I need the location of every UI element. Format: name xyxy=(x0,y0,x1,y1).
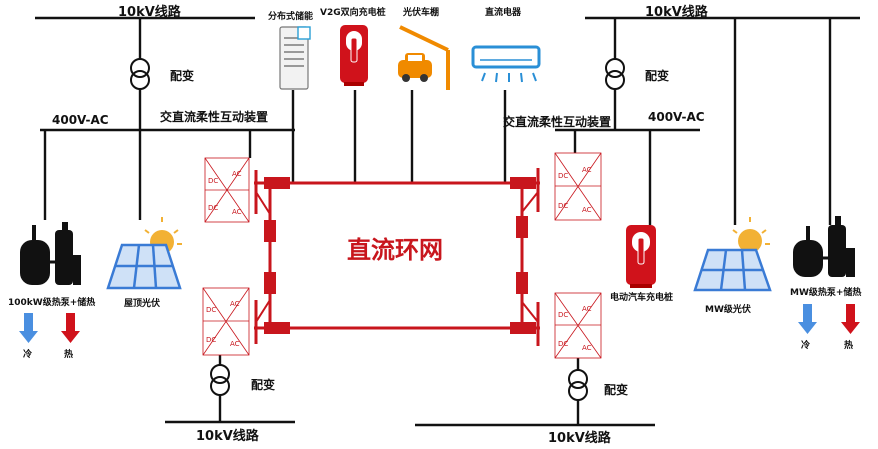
storage-label: 分布式储能 xyxy=(268,10,313,22)
heat-pump-left-label: 100kW级热泵+储热 xyxy=(8,296,95,308)
transformer-top-left-label: 配变 xyxy=(170,68,194,83)
svg-text:DC: DC xyxy=(558,172,568,180)
transformer-top-right-label: 配变 xyxy=(645,68,669,83)
svg-text:AC: AC xyxy=(230,300,240,308)
heat-pump-right-label: MW级热泵+储热 xyxy=(790,286,861,298)
rooftop-pv-label: 屋顶光伏 xyxy=(124,297,160,309)
line-bottom-right-label: 10kV线路 xyxy=(548,430,612,446)
hot-label-right: 热 xyxy=(844,339,853,351)
svg-text:AC: AC xyxy=(582,166,592,174)
ev-charger-icon xyxy=(626,225,656,288)
ring-title: 直流环网 xyxy=(347,236,443,264)
dc-ring xyxy=(254,168,540,346)
converter-top-left: DC AC DC AC xyxy=(204,157,250,223)
transformer-top-left-icon xyxy=(130,58,150,90)
hot-arrow-left xyxy=(61,313,80,343)
cold-arrow-left xyxy=(19,313,38,343)
dc-appliance-label: 直流电器 xyxy=(485,6,522,18)
ac-bus-left-label: 400V-AC xyxy=(52,113,109,127)
cold-arrow-right xyxy=(798,304,817,334)
svg-text:DC: DC xyxy=(558,340,568,348)
heat-pump-left-icon xyxy=(20,222,81,285)
svg-text:DC: DC xyxy=(208,204,218,212)
svg-text:AC: AC xyxy=(232,170,242,178)
svg-text:AC: AC xyxy=(230,340,240,348)
rooftop-pv-icon xyxy=(106,217,182,290)
svg-text:DC: DC xyxy=(558,202,568,210)
transformer-bottom-left-label: 配变 xyxy=(251,377,275,392)
hot-arrow-right xyxy=(841,304,860,334)
pv-carport-label: 光伏车棚 xyxy=(402,6,439,18)
mw-pv-icon xyxy=(693,217,772,292)
svg-text:AC: AC xyxy=(582,305,592,313)
svg-text:DC: DC xyxy=(206,306,216,314)
cold-label-left: 冷 xyxy=(23,348,32,360)
svg-text:AC: AC xyxy=(582,206,592,214)
svg-text:DC: DC xyxy=(558,311,568,319)
interconnect-left-label: 交直流柔性互动装置 xyxy=(160,109,268,124)
pv-carport-icon xyxy=(398,25,450,90)
transformer-bottom-right-icon xyxy=(568,369,588,401)
hot-label-left: 热 xyxy=(64,348,73,360)
transformer-bottom-left-icon xyxy=(210,364,230,396)
interconnect-right-label: 交直流柔性互动装置 xyxy=(503,114,611,129)
transformer-bottom-right-label: 配变 xyxy=(604,382,628,397)
converter-bottom-left: DC AC DC AC xyxy=(202,287,250,356)
ac-bus-right-label: 400V-AC xyxy=(648,110,705,124)
svg-text:AC: AC xyxy=(232,208,242,216)
battery-storage-icon xyxy=(279,26,311,90)
line-top-right-label: 10kV线路 xyxy=(645,4,709,20)
converter-top-right: DC AC DC AC xyxy=(554,152,602,221)
cold-label-right: 冷 xyxy=(801,339,810,351)
svg-text:AC: AC xyxy=(582,344,592,352)
svg-text:DC: DC xyxy=(206,336,216,344)
line-bottom-left-label: 10kV线路 xyxy=(196,428,260,444)
line-top-left-label: 10kV线路 xyxy=(118,4,182,20)
mw-pv-label: MW级光伏 xyxy=(705,303,751,315)
air-conditioner-icon xyxy=(471,45,541,83)
heat-pump-right-icon xyxy=(793,216,855,277)
ev-charger-label: 电动汽车充电桩 xyxy=(610,291,673,303)
svg-text:DC: DC xyxy=(208,177,218,185)
v2g-charger-icon xyxy=(340,25,368,86)
v2g-label: V2G双向充电桩 xyxy=(320,6,386,18)
transformer-top-right-icon xyxy=(605,58,625,90)
converter-bottom-right: DC AC DC AC xyxy=(554,292,602,359)
